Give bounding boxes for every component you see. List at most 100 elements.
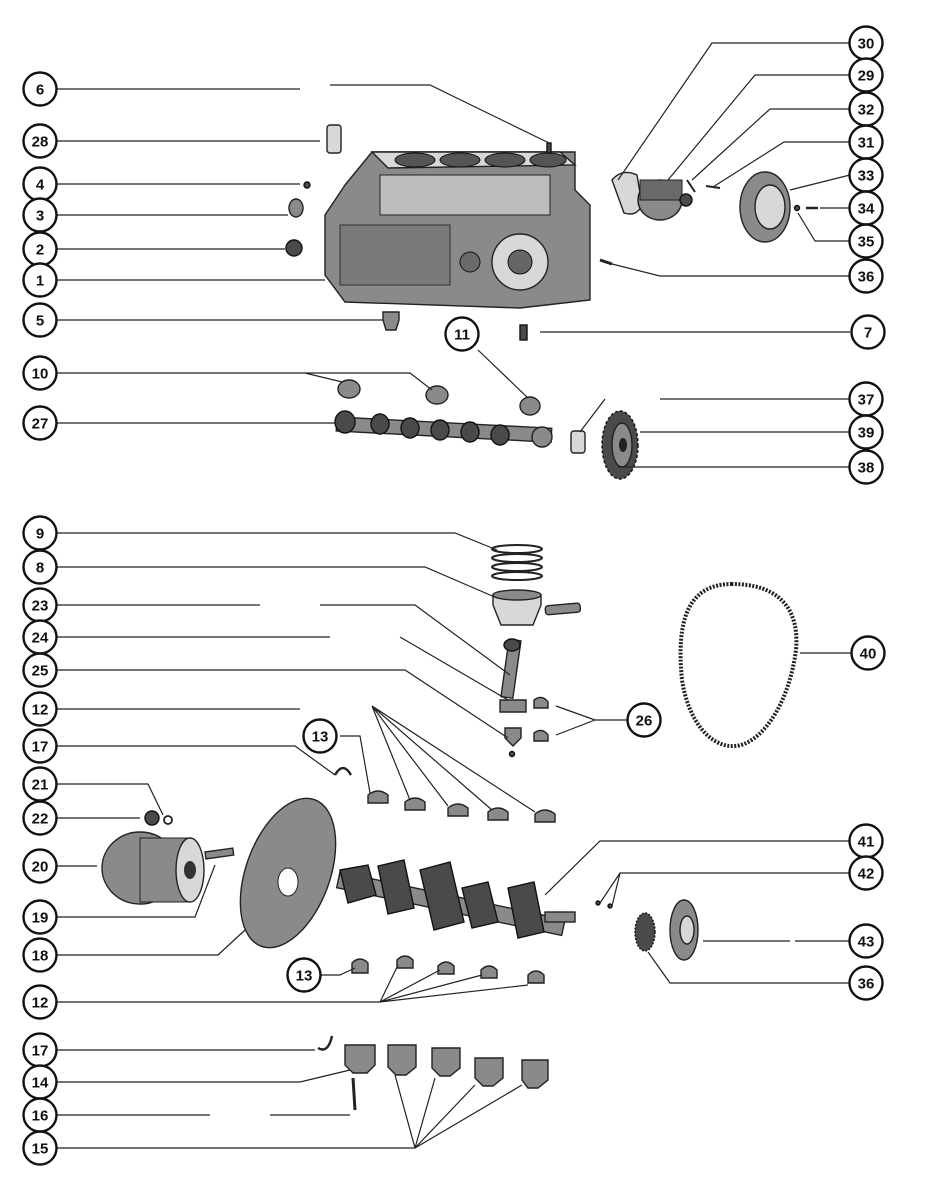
callout-number: 34 [858,201,875,218]
callout-circle [848,855,884,891]
callout-number: 40 [860,646,877,663]
main-cap-5 [521,1059,549,1089]
water-pump [637,179,693,221]
callout-circle [22,262,58,298]
callout-c16: 16 [22,1097,58,1133]
callout-number: 12 [32,702,49,719]
camshaft [334,410,553,448]
bolt-36 [599,258,613,266]
callout-c1: 1 [22,262,58,298]
callout-circle [444,316,480,352]
callout-circle [22,899,58,935]
parts-illustrations [101,124,818,1111]
cam-bearing-3 [519,396,541,416]
plug-3 [288,198,304,218]
water-pump-cover [739,171,791,243]
callout-c17b: 17 [22,1032,58,1068]
callout-circle [850,314,886,350]
callout-number: 29 [858,68,875,85]
callout-number: 10 [32,366,49,383]
callout-c33: 33 [848,157,884,193]
callout-number: 13 [312,729,329,746]
dowel-7 [519,324,528,341]
callout-circle [848,258,884,294]
main-bearing-l3 [437,961,455,975]
thrust-washer-17b [317,1035,334,1051]
callout-number: 37 [858,392,875,409]
callout-c15: 15 [22,1130,58,1166]
callout-c34: 34 [848,190,884,226]
callout-number: 32 [858,102,875,119]
thrust-plate [570,430,586,454]
callout-number: 1 [36,273,44,290]
callout-circle [848,923,884,959]
main-bearing-l4 [480,965,498,979]
balancer-bolt [204,847,235,860]
callout-c28: 28 [22,123,58,159]
callout-c19: 19 [22,899,58,935]
callout-number: 20 [32,859,49,876]
callout-number: 9 [36,526,44,543]
callout-circle [22,848,58,884]
main-cap-4 [474,1057,504,1087]
callout-circle [22,800,58,836]
callout-c13b: 13 [286,957,322,993]
callout-c12b: 12 [22,984,58,1020]
callout-c10: 10 [22,355,58,391]
callout-number: 15 [32,1141,49,1158]
callout-number: 38 [858,460,875,477]
piston-pin [544,602,582,616]
callout-number: 30 [858,36,875,53]
timing-cover [669,899,699,961]
main-bearing-l1 [351,958,369,974]
flywheel-shield [239,797,337,949]
callout-c22: 22 [22,800,58,836]
callout-number: 16 [32,1108,49,1125]
callout-c23: 23 [22,587,58,623]
callout-c4: 4 [22,166,58,202]
callout-circle [22,355,58,391]
callout-c13a: 13 [302,718,338,754]
callout-circle [22,937,58,973]
callout-c18: 18 [22,937,58,973]
pump-gasket [611,171,643,215]
callout-number: 22 [32,811,49,828]
callout-circle [22,549,58,585]
callout-number: 26 [636,713,653,730]
callout-circle [850,635,886,671]
callout-c14: 14 [22,1064,58,1100]
callout-number: 36 [858,269,875,286]
main-bearing-u3 [447,803,469,817]
callout-number: 12 [32,995,49,1012]
callout-c6: 6 [22,71,58,107]
piston [492,589,542,626]
callout-c25: 25 [22,652,58,688]
key-42b [607,903,613,909]
main-cap-3 [431,1047,461,1077]
cap-bolt-16 [351,1077,357,1111]
callout-c32: 32 [848,91,884,127]
freeze-plug-28 [326,124,342,154]
plug-4 [303,181,311,189]
plug-5 [382,311,400,331]
bolt-32 [686,179,696,193]
callout-c5: 5 [22,302,58,338]
callout-circle [22,984,58,1020]
callout-circle [626,702,662,738]
callout-c3: 3 [22,197,58,233]
washer-35 [793,204,801,212]
callout-c12a: 12 [22,691,58,727]
callout-circle [848,965,884,1001]
main-bearing-u1 [367,790,389,804]
main-bearing-l5 [527,970,545,984]
callout-circle [302,718,338,754]
callout-c43: 43 [848,923,884,959]
callout-c36b: 36 [848,965,884,1001]
callout-c8: 8 [22,549,58,585]
callout-c26: 26 [626,702,662,738]
callout-c35: 35 [848,223,884,259]
drive-belt [678,581,799,749]
callout-number: 25 [32,663,49,680]
